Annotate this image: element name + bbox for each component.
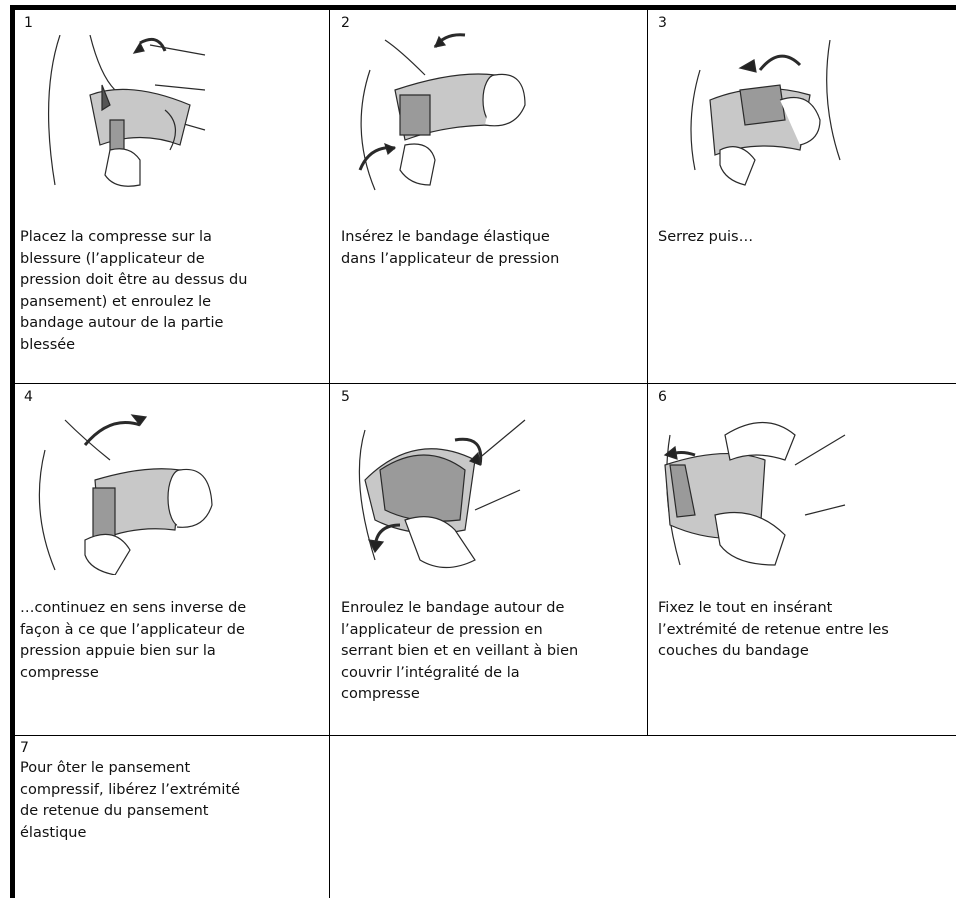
- row-divider: [15, 383, 956, 384]
- step-caption: Pour ôter le pansement compressif, libér…: [20, 758, 325, 844]
- step-caption: Fixez le tout en insérant l’extrémité de…: [658, 598, 952, 663]
- bandage-insert-illustration: [345, 30, 545, 195]
- bandage-reverse-illustration: [25, 400, 225, 575]
- column-divider: [329, 10, 330, 898]
- row-divider: [15, 735, 956, 736]
- step-caption: Placez la compresse sur la blessure (l’a…: [20, 227, 325, 356]
- bandage-wrap-illustration: [30, 35, 210, 195]
- step-number: 3: [658, 15, 667, 31]
- column-divider: [647, 10, 648, 735]
- step-caption: Insérez le bandage élastique dans l’appl…: [341, 227, 641, 270]
- step-caption: Enroulez le bandage autour de l’applicat…: [341, 598, 641, 706]
- step-caption: …continuez en sens inverse de façon à ce…: [20, 598, 325, 684]
- step-number: 2: [341, 15, 350, 31]
- step-number: 1: [24, 15, 33, 31]
- step-number: 6: [658, 389, 667, 405]
- bandage-secure-illustration: [655, 405, 855, 575]
- step-number: 7: [20, 740, 29, 756]
- bandage-cover-illustration: [345, 400, 530, 575]
- table-top-border: [10, 5, 956, 10]
- table-left-border: [10, 5, 15, 898]
- bandage-tighten-illustration: [680, 40, 850, 190]
- step-caption: Serrez puis…: [658, 227, 948, 249]
